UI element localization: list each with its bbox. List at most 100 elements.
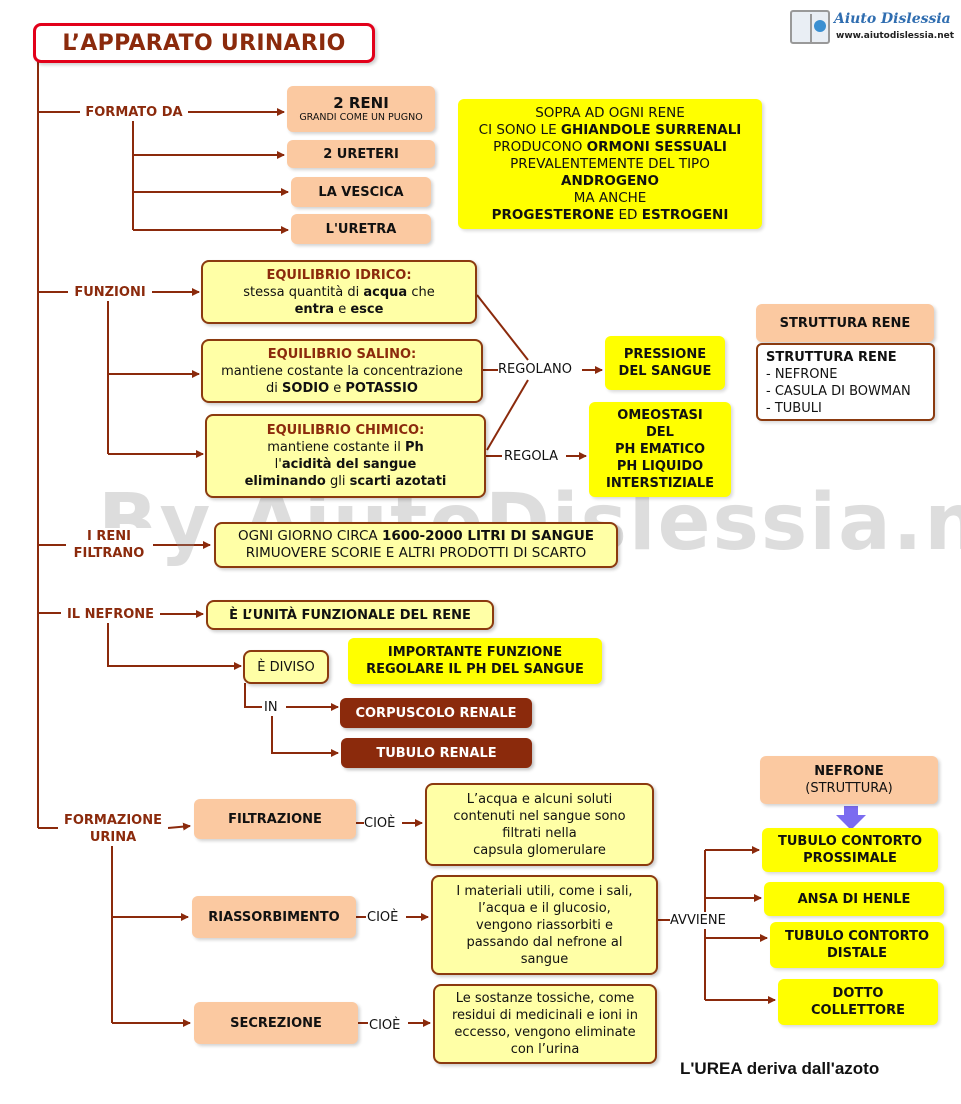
reni-main: 2 RENI [333,94,389,112]
box-equilibrio-chimico: EQUILIBRIO CHIMICO: mantiene costante il… [205,414,486,498]
chimico-title: EQUILIBRIO CHIMICO: [266,423,425,438]
surrenali-line4: PREVALENTEMENTE DEL TIPO [510,155,710,172]
salino-e: e [329,380,346,396]
salino-title: EQUILIBRIO SALINO: [267,346,417,362]
book-icon [790,10,830,44]
riass-line5: sangue [520,951,569,967]
chimico-ph: Ph [404,440,424,455]
chimico-scarti: scarti azotati [349,474,447,489]
idrico-l1c: che [407,284,435,300]
box-omeostasi: OMEOSTASI DEL PH EMATICO PH LIQUIDO INTE… [589,402,731,497]
importante-line1: IMPORTANTE FUNZIONE [387,645,563,660]
struttura-item-nefrone: - NEFRONE [766,367,838,382]
box-reni: 2 RENI GRANDI COME UN PUGNO [287,86,435,132]
label-cioe-3: CIOÈ [369,1017,401,1034]
box-riassorbimento-text: I materiali utili, come i sali, l’acqua … [431,875,658,975]
filtrano-label-line1: I RENI [87,529,131,544]
riass-line2: l’acqua e il glucosio, [478,900,611,916]
struttura-item-bowman: - CASULA DI BOWMAN [766,384,911,399]
omeostasi-line2: DEL [646,425,674,440]
salino-di: di [266,380,283,396]
idrico-esce: esce [350,301,384,317]
page-title-text: L’APPARATO URINARIO [62,30,346,56]
importante-line2: REGOLARE IL PH DEL SANGUE [366,662,584,677]
surrenali-ed: ED [614,206,642,223]
secr-line2: residui di medicinali e ioni in [451,1008,639,1023]
globe-icon [814,20,826,32]
prossimale-line2: PROSSIMALE [803,851,897,866]
pressione-line1: PRESSIONE [623,347,707,362]
filtrano-label-line2: FILTRANO [73,546,145,561]
box-ansa-henle: ANSA DI HENLE [764,882,944,916]
omeostasi-line3: PH EMATICO [614,442,706,457]
surrenali-line6: MA ANCHE [573,189,647,206]
box-secrezione: SECREZIONE [194,1002,358,1044]
idrico-title: EQUILIBRIO IDRICO: [266,267,412,283]
box-nefrone-struttura: NEFRONE (STRUTTURA) [760,756,938,804]
omeostasi-line1: OMEOSTASI [617,408,703,423]
box-uretra: L'URETRA [291,214,431,244]
chimico-l1a: mantiene costante il [267,440,405,455]
label-filtrano: I RENI FILTRANO [66,528,152,562]
box-diviso: È DIVISO [243,650,329,684]
label-funzioni: FUNZIONI [68,284,152,301]
box-tubulo-prossimale: TUBULO CONTORTO PROSSIMALE [762,828,938,872]
box-unita-funzionale: È L’UNITÀ FUNZIONALE DEL RENE [206,600,494,630]
prossimale-line1: TUBULO CONTORTO [777,834,923,849]
page-title: L’APPARATO URINARIO [33,23,375,63]
surrenali-line2a: CI SONO LE [478,121,561,138]
chimico-eliminando: eliminando [244,474,326,489]
chimico-l2a: l' [274,457,282,472]
filtrano-litri: 1600-2000 LITRI DI SANGUE [381,528,595,544]
box-struttura-header: STRUTTURA RENE [756,304,934,342]
box-secrezione-text: Le sostanze tossiche, come residui di me… [433,984,657,1064]
box-filtrazione-text: L’acqua e alcuni soluti contenuti nel sa… [425,783,654,866]
struttura-title: STRUTTURA RENE [766,350,897,365]
collettore-line2: COLLETTORE [810,1003,905,1018]
filtr-line2: contenuti nel sangue sono [453,808,626,824]
label-cioe-1: CIOÈ [364,815,396,832]
filtr-line4: capsula glomerulare [473,842,606,858]
surrenali-androgeno: ANDROGENO [561,172,659,189]
box-vescica: LA VESCICA [291,177,431,207]
chimico-gli: gli [325,474,350,489]
surrenali-ormoni: ORMONI SESSUALI [586,138,727,155]
filtr-line3: filtrati nella [502,825,577,841]
box-importante: IMPORTANTE FUNZIONE REGOLARE IL PH DEL S… [348,638,602,684]
salino-line1: mantiene costante la concentrazione [221,363,463,379]
label-cioe-2: CIOÈ [367,909,399,926]
secr-line1: Le sostanze tossiche, come [455,991,635,1006]
box-tubulo-distale: TUBULO CONTORTO DISTALE [770,922,944,968]
footer-urea: L'UREA deriva dall'azoto [680,1059,880,1078]
filtr-line1: L’acqua e alcuni soluti [466,791,613,807]
urina-label-line1: FORMAZIONE [63,813,162,828]
down-arrow-icon [836,806,866,830]
box-surrenali: SOPRA AD OGNI RENE CI SONO LE GHIANDOLE … [458,99,762,229]
idrico-l1a: stessa quantità di [243,284,364,300]
chimico-acidita: acidità del sangue [281,457,417,472]
surrenali-line1: SOPRA AD OGNI RENE [535,104,685,121]
omeostasi-line5: INTERSTIZIALE [605,476,715,491]
idrico-acqua: acqua [363,284,408,300]
box-dotto-collettore: DOTTO COLLETTORE [778,979,938,1025]
surrenali-ghiandole: GHIANDOLE SURRENALI [560,121,742,138]
nefrone-sub: (STRUTTURA) [805,781,893,796]
riass-line3: vengono riassorbiti e [476,917,613,933]
reni-sub: GRANDI COME UN PUGNO [299,112,423,123]
pressione-line2: DEL SANGUE [618,364,712,379]
nefrone-title: NEFRONE [814,764,884,779]
box-ureteri: 2 URETERI [287,140,435,168]
label-regolano: REGOLANO [498,361,572,378]
salino-potassio: POTASSIO [345,380,418,396]
surrenali-line3a: PRODUCONO [493,138,587,155]
surrenali-estrogeni: ESTROGENI [641,206,729,223]
box-riassorbimento: RIASSORBIMENTO [192,896,356,938]
riass-line4: passando dal nefrone al [466,934,623,950]
label-formazione-urina: FORMAZIONE URINA [58,812,168,846]
box-equilibrio-idrico: EQUILIBRIO IDRICO: stessa quantità di ac… [201,260,477,324]
secr-line4: con l’urina [510,1042,580,1057]
logo: Aiuto Dislessia www.aiutodislessia.net [790,10,954,48]
distale-line1: TUBULO CONTORTO [784,929,930,944]
omeostasi-line4: PH LIQUIDO [616,459,704,474]
logo-name: Aiuto Dislessia [834,11,951,27]
